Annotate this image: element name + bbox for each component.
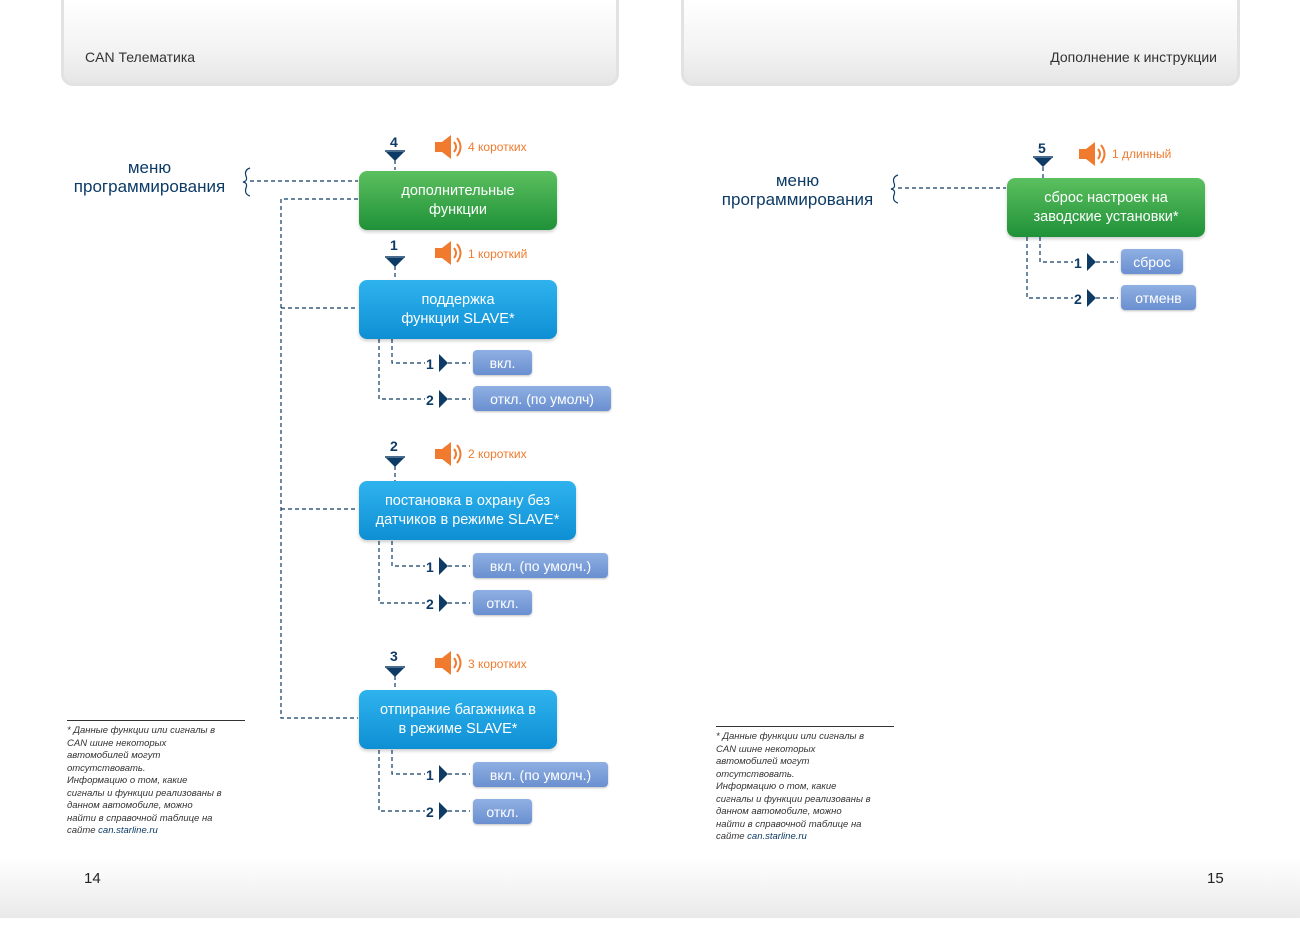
footnote-line: сайте can.starline.ru — [67, 825, 245, 838]
option-number: 1 — [426, 767, 434, 783]
speaker-icon — [435, 241, 462, 265]
left-menu-label-line2: программирования — [73, 177, 226, 196]
left-menu-label-line1: меню — [127, 158, 172, 177]
footnote-prefix: сайте — [716, 831, 748, 842]
step-number: 2 — [390, 438, 398, 454]
step-number: 1 — [390, 237, 398, 253]
option-number: 1 — [1074, 255, 1082, 271]
footnote-line: автомобилей могут — [716, 756, 810, 767]
box-title-line2: датчиков в режиме SLAVE* — [375, 511, 560, 528]
option-number: 2 — [426, 596, 434, 612]
function-box-additional[interactable]: дополнительные функции — [359, 171, 557, 230]
right-page-number: 15 — [1207, 870, 1224, 887]
function-box-arm-without-sensors[interactable]: постановка в охрану без датчиков в режим… — [359, 481, 576, 540]
option-button[interactable]: сброс — [1121, 249, 1183, 274]
speaker-icon — [435, 135, 462, 159]
option-number: 2 — [426, 392, 434, 408]
option-button[interactable]: откл. — [473, 590, 532, 615]
signal-label: 1 короткий — [468, 247, 528, 261]
right-header: Дополнение к инструкции — [681, 0, 1240, 86]
left-header-title: CAN Телематика — [85, 49, 196, 65]
function-box-slave-support[interactable]: поддержка функции SLAVE* — [359, 280, 557, 339]
step-number: 4 — [390, 134, 398, 150]
signal-label: 4 коротких — [468, 140, 527, 154]
footnote-line: отсутствовать. — [716, 768, 795, 780]
option-number: 1 — [426, 356, 434, 372]
box-title-line2: функции SLAVE* — [401, 310, 515, 327]
footnote-line: данном автомобиле, можно — [716, 806, 842, 817]
option-number: 1 — [426, 559, 434, 575]
footnote-line: CAN шине некоторых — [716, 743, 816, 755]
footnote-line: сигналы и функции реализованы в — [716, 793, 871, 805]
footer-band — [0, 858, 1300, 918]
box-title-line1: дополнительные — [401, 182, 515, 199]
footnote-line: CAN шине некоторых — [67, 737, 167, 749]
footnote-line: Информацию о том, какие — [716, 781, 837, 792]
box-title-line1: сброс настроек на — [1044, 189, 1168, 206]
step-number: 3 — [390, 648, 398, 664]
footnote-line: автомобилей могут — [67, 750, 161, 761]
right-menu-label-line2: программирования — [721, 190, 874, 209]
box-title-line1: отпирание багажника в — [379, 701, 536, 718]
footnote-line: сигналы и функции реализованы в — [67, 787, 222, 799]
option-number: 2 — [1074, 291, 1082, 307]
function-box-trunk-unlock[interactable]: отпирание багажника в в режиме SLAVE* — [359, 690, 557, 749]
left-footnote: * Данные функции или сигналы в CAN шине … — [67, 720, 245, 838]
speaker-icon — [435, 442, 462, 466]
footnote-line: данном автомобиле, можно — [67, 800, 193, 811]
function-box-factory-reset[interactable]: сброс настроек на заводские установки* — [1007, 178, 1205, 237]
box-title-line1: поддержка — [421, 291, 495, 308]
speaker-icon — [1079, 142, 1106, 166]
option-button[interactable]: отменв — [1121, 285, 1196, 310]
footnote-line: найти в справочной таблице на — [716, 818, 862, 830]
right-menu-label-line1: меню — [775, 171, 820, 190]
box-title-line2: в режиме SLAVE* — [398, 720, 518, 737]
footnote-line: отсутствовать. — [67, 762, 146, 774]
option-button[interactable]: вкл. (по умолч.) — [473, 762, 608, 787]
option-button[interactable]: вкл. — [473, 350, 532, 375]
footnote-prefix: сайте — [67, 825, 99, 836]
option-button[interactable]: вкл. (по умолч.) — [473, 553, 608, 578]
step-number: 5 — [1038, 140, 1046, 156]
footnote-line: * Данные функции или сигналы в — [716, 731, 865, 742]
box-title-line2: заводские установки* — [1033, 208, 1179, 225]
option-number: 2 — [426, 804, 434, 820]
right-header-title: Дополнение к инструкции — [1050, 49, 1217, 65]
signal-label: 3 коротких — [468, 657, 527, 671]
box-title-line2: функции — [429, 201, 487, 218]
footnote-link[interactable]: can.starline.ru — [98, 825, 158, 836]
footnote-line: * Данные функции или сигналы в — [67, 725, 216, 736]
footnote-line: сайте can.starline.ru — [716, 831, 894, 844]
left-header: CAN Телематика — [61, 0, 619, 86]
footnote-link[interactable]: can.starline.ru — [747, 831, 807, 842]
option-button[interactable]: откл. — [473, 799, 532, 824]
signal-label: 2 коротких — [468, 447, 527, 461]
option-button[interactable]: откл. (по умолч) — [473, 386, 611, 411]
footnote-line: найти в справочной таблице на — [67, 812, 213, 824]
box-title-line1: постановка в охрану без — [384, 492, 551, 509]
left-menu-label: меню программирования — [62, 158, 237, 196]
footnote-line: Информацию о том, какие — [67, 775, 188, 786]
right-footnote: * Данные функции или сигналы в CAN шине … — [716, 726, 894, 844]
signal-label: 1 длинный — [1112, 147, 1172, 161]
left-page-number: 14 — [84, 870, 101, 887]
speaker-icon — [435, 651, 462, 675]
right-menu-label: меню программирования — [710, 171, 885, 209]
